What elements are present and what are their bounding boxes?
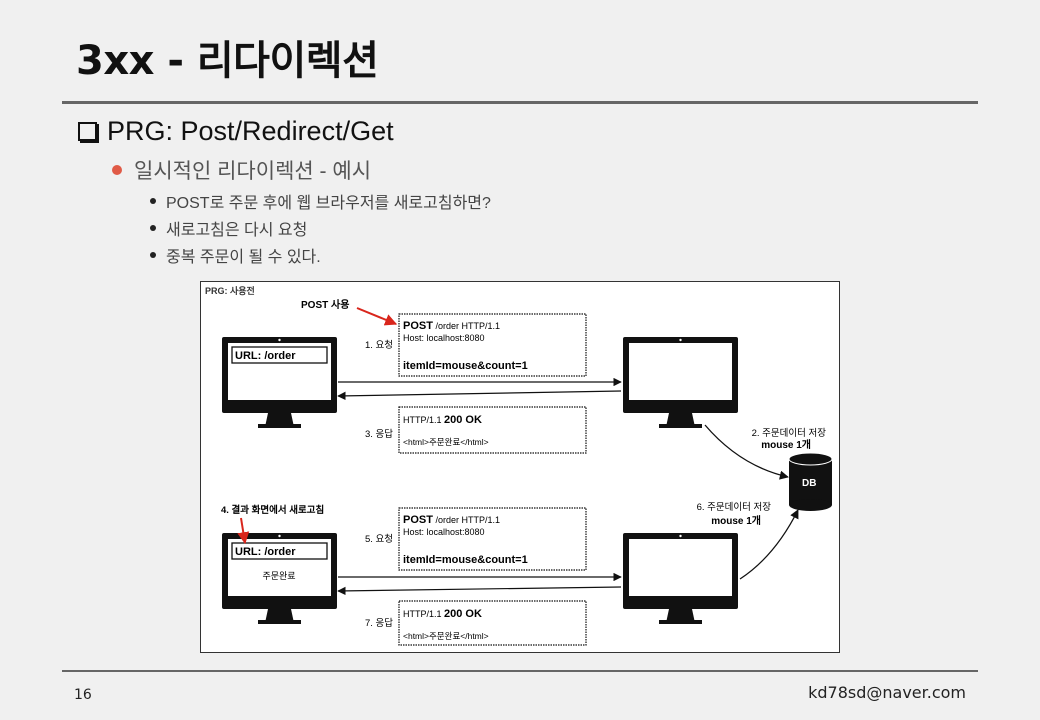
req1-body: itemId=mouse&count=1 xyxy=(403,360,528,372)
req1-line1: POST /order HTTP/1.1 xyxy=(403,320,500,332)
response-box-2 xyxy=(398,600,587,646)
bottom-divider xyxy=(62,670,978,672)
post-usage-arrow xyxy=(356,307,398,326)
req2-body: itemId=mouse&count=1 xyxy=(403,554,528,566)
res1-body: <html>주문완료</html> xyxy=(403,437,489,447)
author-email: kd78sd@naver.com xyxy=(808,683,966,702)
save-arrow-bottom xyxy=(739,509,799,580)
step2-label-line2: mouse 1개 xyxy=(761,438,811,451)
browser-bottom-content: 주문완료 xyxy=(262,571,295,581)
res1-status: HTTP/1.1 200 OK xyxy=(403,414,482,426)
sub-bullet: 새로고침은 다시 요청 xyxy=(150,216,307,240)
req2-host: Host: localhost:8080 xyxy=(403,527,485,537)
db-label: DB xyxy=(802,478,816,489)
bullet-level1-text: PRG: Post/Redirect/Get xyxy=(107,116,394,146)
sub-bullet-text: 새로고침은 다시 요청 xyxy=(166,222,308,239)
diagram-caption: PRG: 사용전 xyxy=(205,285,255,296)
step5-label: 5. 요청 xyxy=(365,534,393,545)
step3-label: 3. 응답 xyxy=(365,428,393,440)
prg-diagram: PRG: 사용전 URL: /order POST /order HTTP/1.… xyxy=(200,281,840,653)
refresh-label: 4. 결과 화면에서 새로고침 xyxy=(221,504,324,516)
server-monitor-top-icon xyxy=(623,337,738,428)
step6-label-line2: mouse 1개 xyxy=(711,514,761,527)
res2-body: <html>주문완료</html> xyxy=(403,631,489,641)
post-usage-label: POST 사용 xyxy=(301,298,349,311)
round-bullet-icon xyxy=(112,165,122,175)
bullet-level2: 일시적인 리다이렉션 - 예시 xyxy=(110,155,371,185)
request-box-1 xyxy=(398,313,587,377)
url-top-text: URL: /order xyxy=(235,350,296,362)
refresh-arrow xyxy=(237,517,250,545)
sub-bullet-text: 중복 주문이 될 수 있다. xyxy=(166,249,321,266)
res2-status: HTTP/1.1 200 OK xyxy=(403,608,482,620)
save-arrow-top xyxy=(704,424,789,480)
url-bar-top xyxy=(231,346,328,364)
sub-bullet: POST로 주문 후에 웹 브라우저를 새로고침하면? xyxy=(150,189,491,213)
dot-bullet-icon xyxy=(150,252,156,258)
server-monitor-bottom-icon xyxy=(623,533,738,624)
step1-label: 1. 요청 xyxy=(365,340,393,351)
sub-bullet-text: POST로 주문 후에 웹 브라우저를 새로고침하면? xyxy=(166,195,491,212)
slide-title: 3xx - 리다이렉션 xyxy=(76,38,379,84)
step2-label-line1: 2. 주문데이터 저장 xyxy=(752,428,827,439)
step7-label: 7. 응답 xyxy=(365,617,393,629)
req2-line1: POST /order HTTP/1.1 xyxy=(403,514,500,526)
response-arrow-top xyxy=(337,390,622,401)
request-box-2 xyxy=(398,507,587,571)
square-bullet-icon xyxy=(78,122,97,141)
top-divider xyxy=(62,101,978,104)
url-bottom-text: URL: /order xyxy=(235,546,296,558)
sub-bullet: 중복 주문이 될 수 있다. xyxy=(150,243,321,267)
db-cylinder-icon xyxy=(788,452,833,511)
req1-host: Host: localhost:8080 xyxy=(403,333,485,343)
bullet-level1: PRG: Post/Redirect/Get xyxy=(76,116,394,147)
url-bar-bottom xyxy=(231,542,328,560)
dot-bullet-icon xyxy=(150,225,156,231)
page-number: 16 xyxy=(74,687,92,703)
response-box-1 xyxy=(398,406,587,454)
step6-label-line1: 6. 주문데이터 저장 xyxy=(697,502,772,513)
response-arrow-bottom xyxy=(337,586,622,596)
bullet-level2-text: 일시적인 리다이렉션 - 예시 xyxy=(134,160,372,183)
dot-bullet-icon xyxy=(150,198,156,204)
